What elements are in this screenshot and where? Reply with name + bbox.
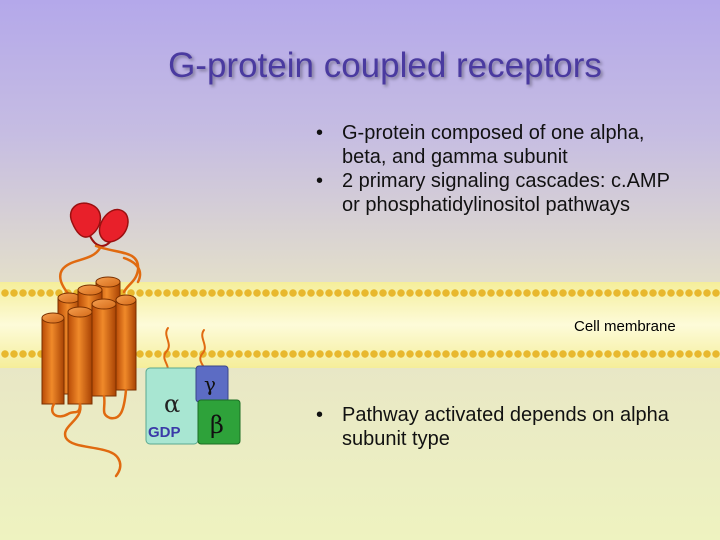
intracellular-loops <box>51 388 128 478</box>
helix-7 <box>91 298 117 397</box>
slide-title: G-protein coupled receptors <box>168 46 602 85</box>
helix-6 <box>67 306 93 405</box>
ligand-molecule <box>69 202 129 247</box>
bullet-list-bottom: Pathway activated depends on alpha subun… <box>312 403 692 451</box>
cell-membrane-label: Cell membrane <box>574 318 676 335</box>
helix-5 <box>41 312 65 405</box>
gdp-label: GDP <box>148 424 181 441</box>
g-beta-subunit <box>197 399 241 445</box>
beta-label: β <box>210 411 224 439</box>
bullet-item: Pathway activated depends on alpha subun… <box>312 403 692 451</box>
receptor-helices <box>41 276 137 405</box>
bullet-list-top: G-protein composed of one alpha, beta, a… <box>312 121 692 217</box>
helix-4 <box>115 294 137 391</box>
lipid-heads-top-row <box>0 283 720 303</box>
bullet-item: 2 primary signaling cascades: c.AMP or p… <box>312 169 692 217</box>
extracellular-loops <box>58 244 142 302</box>
lipid-heads-bottom-row <box>0 344 720 364</box>
gamma-label: γ <box>204 372 216 396</box>
alpha-label: α <box>164 390 180 418</box>
lipid-anchors <box>163 327 206 373</box>
bullet-item: G-protein composed of one alpha, beta, a… <box>312 121 692 169</box>
